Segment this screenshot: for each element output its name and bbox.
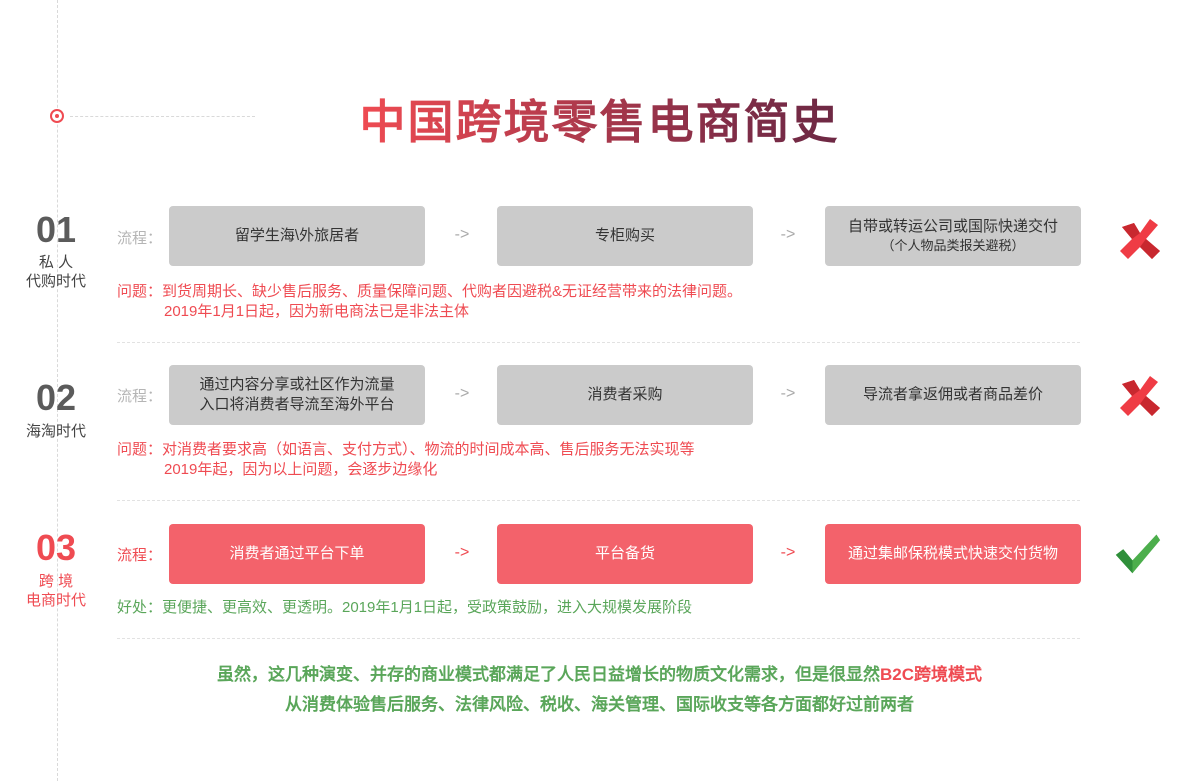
timeline-horizontal-line [70,116,255,117]
stage-01-step-2: 专柜购买 [497,206,753,266]
stage-01-arrow-2: -> [780,226,796,243]
stage-separator [117,638,1080,639]
stage-02-number: 02 [35,377,77,418]
stage-02-name: 海淘时代 [25,423,86,440]
page-title: 中国跨境零售电商简史 [0,86,1199,152]
timeline-vertical-line [57,0,58,781]
stage-separator [117,342,1080,343]
stage-03-step-2: 平台备货 [497,524,753,584]
cross-icon [1120,376,1160,416]
stage-03-step-1: 消费者通过平台下单 [169,524,425,584]
stage-01-number: 01 [35,209,77,250]
stage-02-step-3: 导流者拿返佣或者商品差价 [825,365,1081,425]
stage-03-number: 03 [35,527,77,568]
stage-02-arrow-1: -> [454,385,470,402]
stage-01-flow-label: 流程： [117,230,163,247]
stage-03-arrow-2: -> [780,544,796,561]
stage-03-name: 跨 境 电商时代 [25,573,86,609]
timeline-target-icon [50,109,64,123]
stage-02-step-2: 消费者采购 [497,365,753,425]
stage-02-arrow-2: -> [780,385,796,402]
stage-03-step-3: 通过集邮保税模式快速交付货物 [825,524,1081,584]
stage-02-flow-label: 流程： [117,388,163,405]
check-icon [1115,534,1161,574]
stage-02-problem-note: 问题：对消费者要求高（如语言、支付方式）、物流的时间成本高、售后服务无法实现等 … [117,441,695,478]
summary-text: 虽然，这几种演变、并存的商业模式都满足了人民日益增长的物质文化需求，但是很显然B… [216,665,982,714]
stage-separator [117,500,1080,501]
cross-icon [1120,219,1160,259]
stage-02-step-1: 通过内容分享或社区作为流量 入口将消费者导流至海外平台 [169,365,425,425]
stage-03-benefit-note: 好处：更便捷、更高效、更透明。2019年1月1日起，受政策鼓励，进入大规模发展阶… [117,599,693,616]
stage-03-flow-label: 流程： [117,547,163,564]
stage-01-step-1: 留学生海\外旅居者 [169,206,425,266]
stage-01-arrow-1: -> [454,226,470,243]
stage-03-arrow-1: -> [454,544,470,561]
stage-01-name: 私 人 代购时代 [25,254,86,290]
stage-01-step-3: 自带或转运公司或国际快递交付 （个人物品类报关避税） [825,206,1081,266]
stage-01-problem-note: 问题：到货周期长、缺少售后服务、质量保障问题、代购者因避税&无证经营带来的法律问… [117,283,743,320]
